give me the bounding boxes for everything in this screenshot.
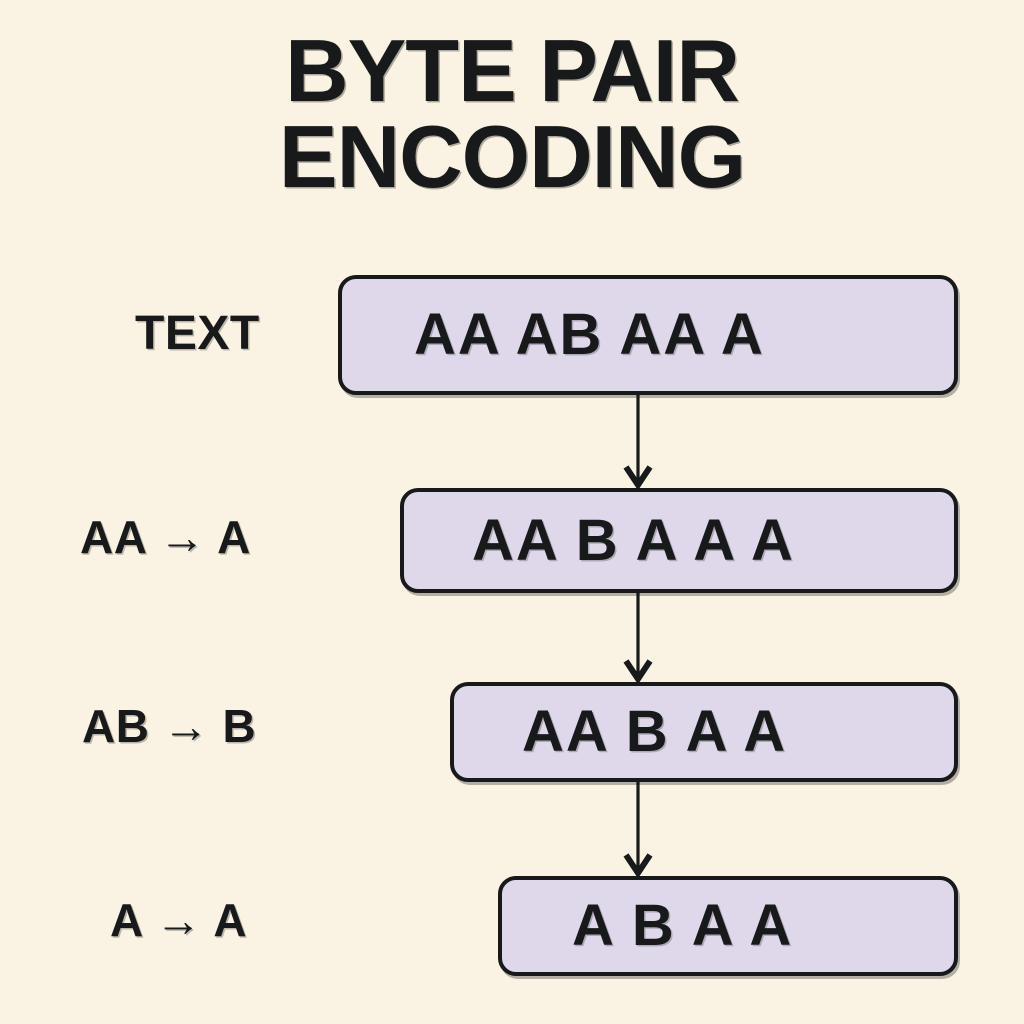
token-box-row-2[interactable]: AA B A A A [400, 488, 958, 593]
token-box-row-3[interactable]: AA B A A [450, 682, 958, 782]
arrow-down-icon-2 [618, 593, 658, 685]
row-label-rule-aa-to-a: AA → A [80, 511, 251, 563]
token-sequence-row-4: A B A A [572, 893, 794, 958]
token-sequence-row-2: AA B A A A [472, 507, 795, 573]
arrow-down-icon-3 [618, 782, 658, 879]
token-box-row-1[interactable]: AA AB AA A [338, 275, 958, 395]
token-box-row-4[interactable]: A B A A [498, 876, 958, 976]
token-sequence-row-3: AA B A A [522, 699, 788, 764]
row-label-rule-ab-to-b: AB → B [82, 700, 257, 752]
page-title: BYTE PAIR ENCODING [278, 21, 746, 207]
row-label-text: TEXT [135, 307, 260, 360]
row-label-rule-a-to-a: A → A [110, 894, 248, 946]
token-sequence-row-1: AA AB AA A [414, 302, 765, 367]
arrow-down-icon-1 [618, 395, 658, 491]
